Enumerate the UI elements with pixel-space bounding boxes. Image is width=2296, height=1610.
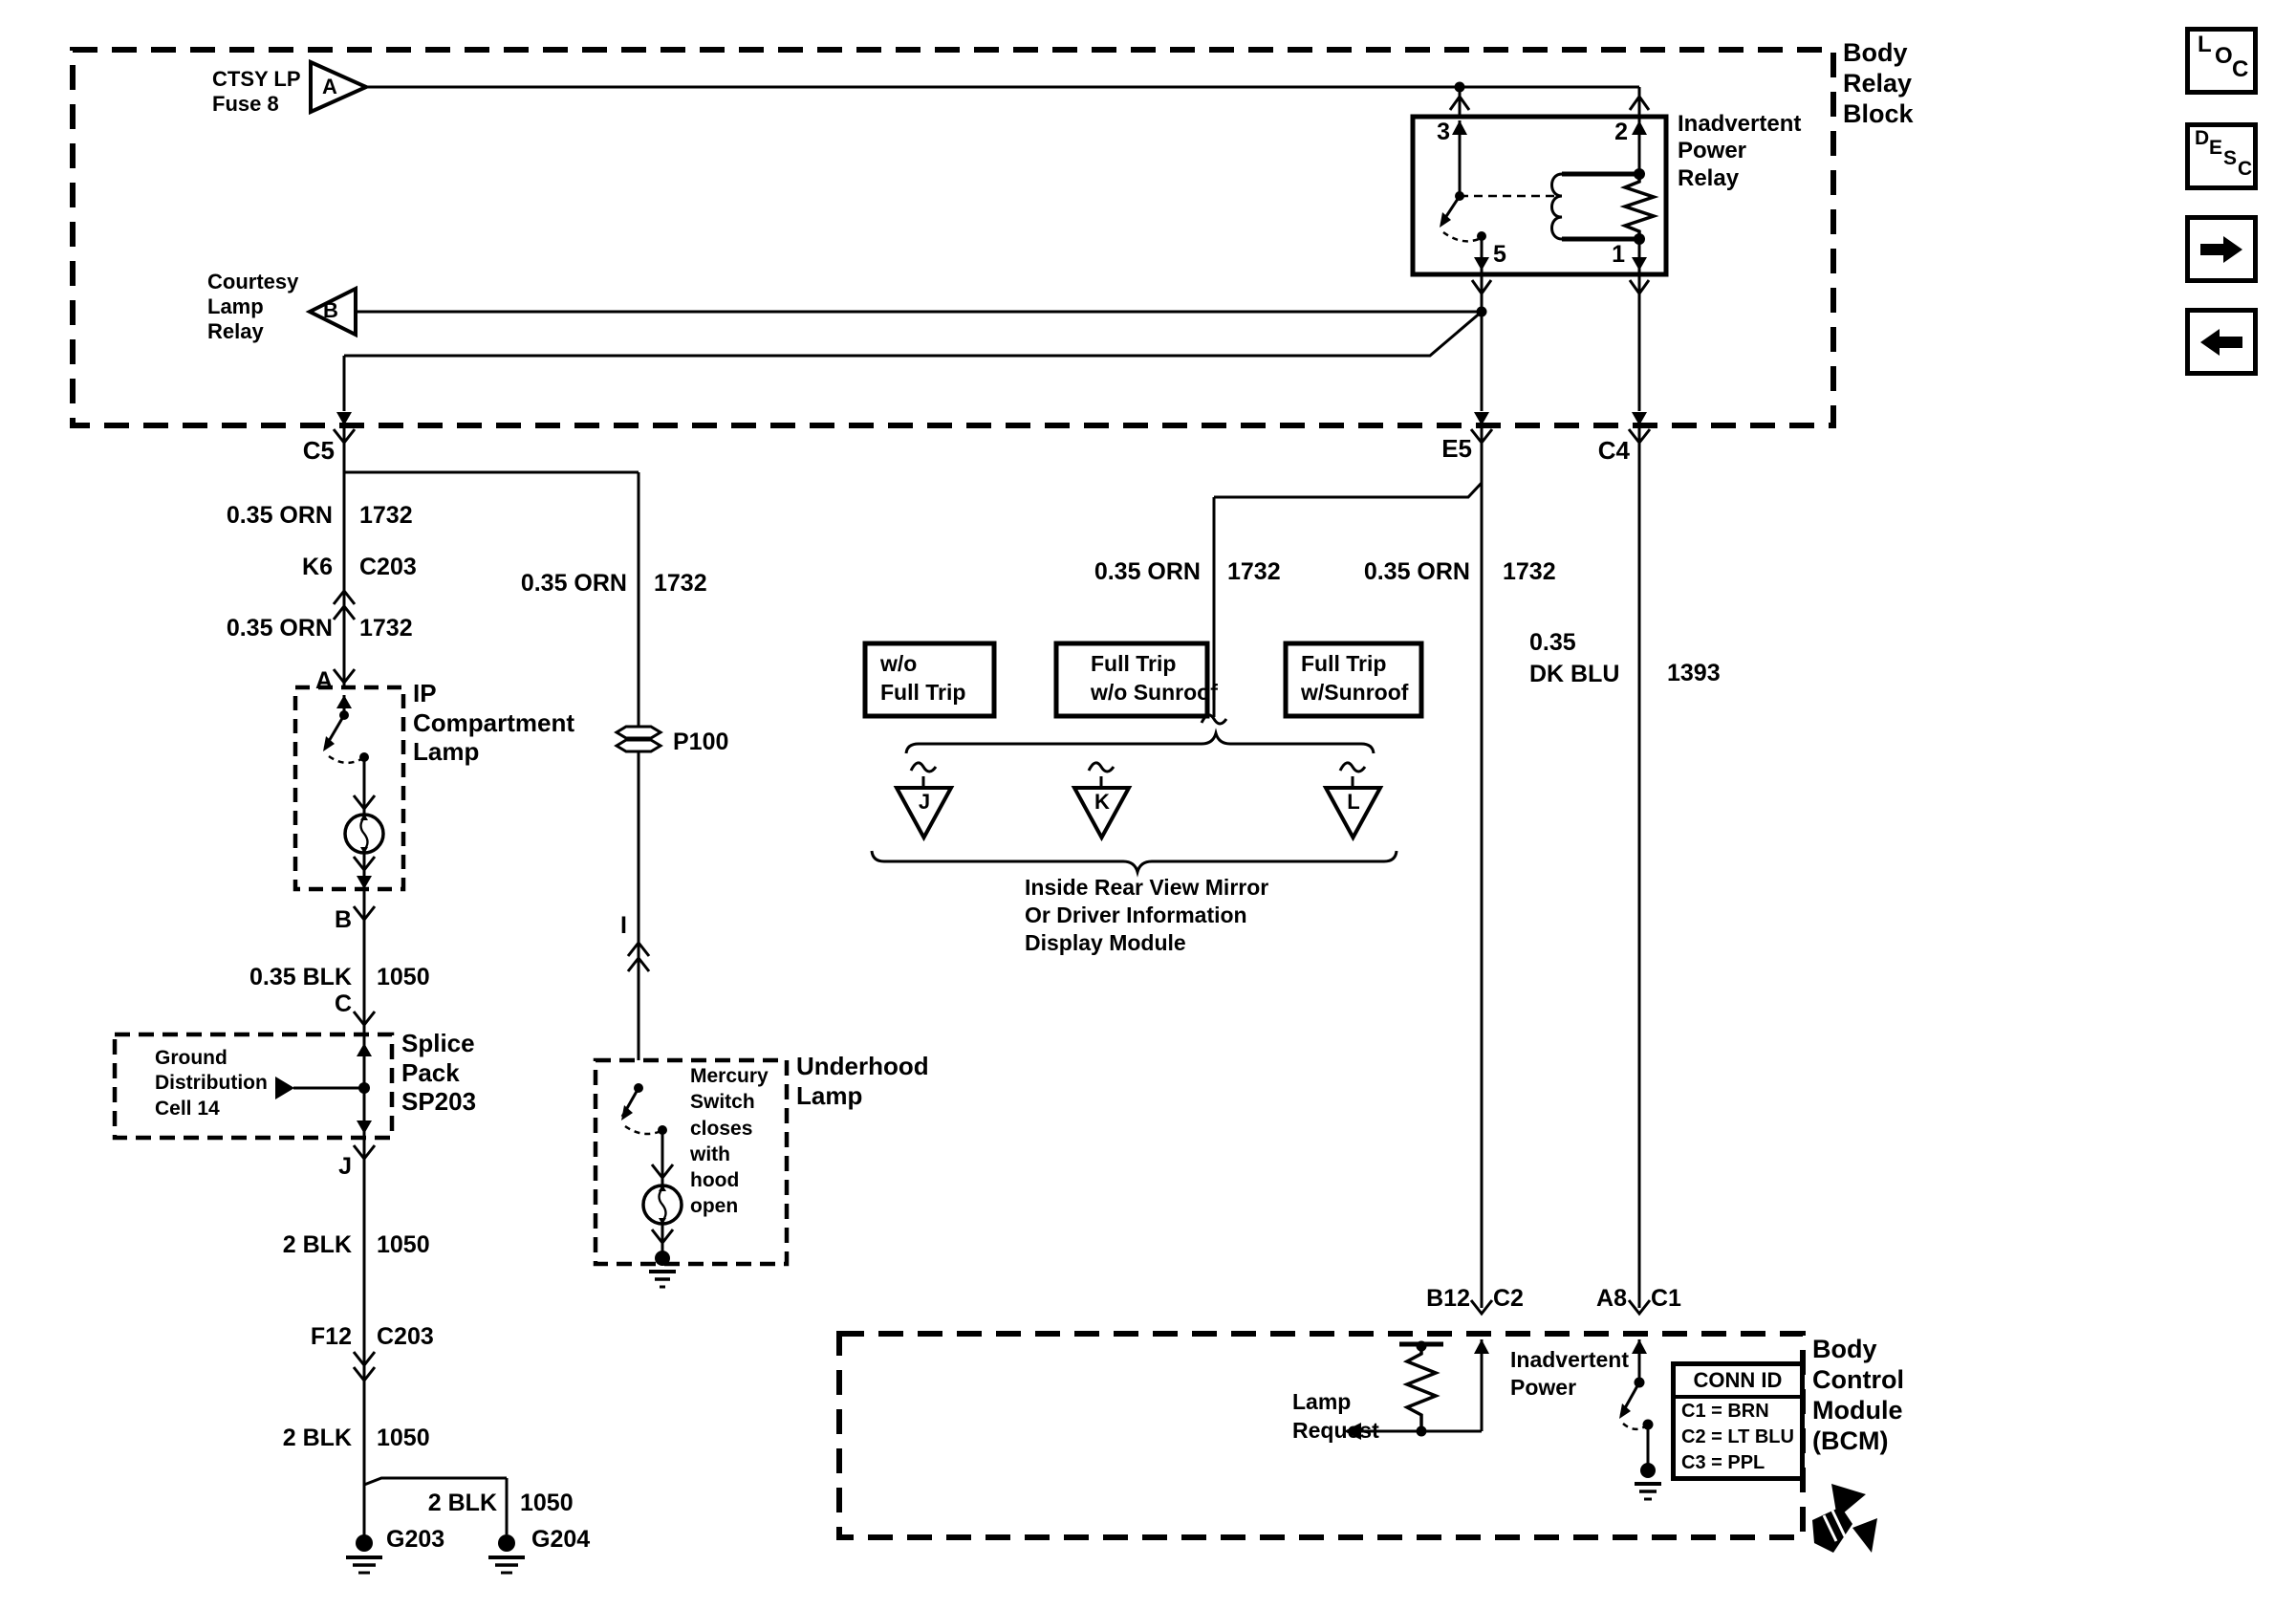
courtesy-relay-label: Courtesy Lamp Relay <box>207 270 299 343</box>
relay-pin-3: 3 <box>1437 119 1450 145</box>
terminal-a: A <box>314 667 333 694</box>
wire-size-label: 0.35 ORN <box>226 615 333 642</box>
connector-e5: E5 <box>1441 434 1472 463</box>
wire-circuit-label: 1732 <box>359 502 413 529</box>
desc-button[interactable]: D E S C <box>2185 122 2258 190</box>
desc-letter: S <box>2223 147 2238 169</box>
underhood-lamp-label: Underhood Lamp <box>796 1052 929 1110</box>
wire-size-label: 0.35 ORN <box>1094 558 1201 585</box>
terminal-i: I <box>620 912 627 939</box>
conn-id-row: C1 = BRN <box>1681 1401 1769 1422</box>
conn-id-title: CONN ID <box>1676 1366 1800 1399</box>
ground-g203-label: G203 <box>386 1526 445 1553</box>
wire-circuit-label: 1732 <box>1503 558 1556 585</box>
ground-g204-label: G204 <box>531 1526 591 1553</box>
esd-warning-icon <box>1812 1484 1877 1553</box>
back-button[interactable] <box>2185 308 2258 376</box>
option-box-1-label: w/o Full Trip <box>880 651 966 705</box>
terminal-b: B <box>334 906 352 933</box>
desc-letter: D <box>2195 127 2210 149</box>
ground-distribution-note: Ground Distribution Cell 14 <box>155 1047 268 1120</box>
connector-p100: P100 <box>673 729 729 755</box>
connector-pin-k6: K6 <box>302 554 333 580</box>
body-relay-block-border <box>70 47 1836 428</box>
wire-size-label: 0.35 DK BLU <box>1529 629 1620 687</box>
inadvertent-relay-label: Inadvertent Power Relay <box>1678 111 1802 191</box>
wire-size-label: 2 BLK <box>282 1231 352 1258</box>
loc-letter: L <box>2198 32 2212 57</box>
connector-pin-f12: F12 <box>310 1323 352 1350</box>
left-arrow-icon <box>2200 328 2242 356</box>
desc-letter: C <box>2238 158 2253 180</box>
wire-size-label: 0.35 ORN <box>520 570 627 597</box>
bcm-connector-c2: C2 <box>1493 1285 1524 1312</box>
triangle-tag-j: J <box>918 790 931 814</box>
mercury-switch-note: Mercury Switch closes with hood open <box>690 1065 769 1218</box>
conn-id-row: C2 = LT BLU <box>1681 1426 1794 1447</box>
wire-circuit-label: 1732 <box>359 615 413 642</box>
triangle-tag-l: L <box>1347 790 1360 814</box>
connector-c4: C4 <box>1597 436 1630 465</box>
ip-compartment-lamp-symbol <box>292 685 406 923</box>
bcm-lamp-request-label: Lamp Request <box>1292 1389 1379 1443</box>
wire-size-label: 2 BLK <box>282 1425 352 1451</box>
relay-tag-b: B <box>323 298 338 322</box>
connector-id-c203: C203 <box>377 1323 434 1350</box>
ground-spine-wire <box>346 889 525 1575</box>
mirror-module-triangles <box>870 728 1398 878</box>
option-box-2-label: Full Trip w/o Sunroof <box>1091 651 1218 705</box>
conn-id-table: CONN ID C1 = BRN C2 = LT BLU C3 = PPL <box>1671 1361 1805 1481</box>
splice-pack-label: Splice Pack SP203 <box>401 1029 477 1117</box>
terminal-c: C <box>334 990 352 1017</box>
ctsy-fuse-feed-wire <box>309 58 1651 117</box>
wire-size-label: 2 BLK <box>427 1490 497 1516</box>
bcm-label: Body Control Module (BCM) <box>1812 1335 1904 1455</box>
wire-circuit-label: 1732 <box>654 570 707 597</box>
bcm-connector-c1: C1 <box>1651 1285 1681 1312</box>
ip-compartment-lamp-label: IP Compartment Lamp <box>413 679 575 767</box>
wire-size-label: 0.35 ORN <box>226 502 333 529</box>
relay-pin-2: 2 <box>1614 119 1628 145</box>
bcm-pin-a8: A8 <box>1596 1285 1627 1312</box>
loc-button[interactable]: L O C <box>2185 27 2258 95</box>
option-box-3-label: Full Trip w/Sunroof <box>1301 651 1409 705</box>
ctsy-fuse-label: CTSY LP Fuse 8 <box>212 67 301 116</box>
wire-size-label: 0.35 ORN <box>1363 558 1470 585</box>
relay-pin-5: 5 <box>1493 241 1506 268</box>
terminal-j: J <box>338 1153 352 1180</box>
bcm-pin-b12: B12 <box>1426 1285 1470 1312</box>
inadvertent-power-relay-symbol <box>1410 114 1669 296</box>
next-button[interactable] <box>2185 215 2258 283</box>
relay-pin-1: 1 <box>1612 241 1625 268</box>
connector-id-c203: C203 <box>359 554 417 580</box>
conn-id-row: C3 = PPL <box>1681 1452 1765 1473</box>
bcm-inadvertent-power-label: Inadvertent Power <box>1510 1347 1629 1400</box>
loc-letter: O <box>2215 43 2233 69</box>
wire-size-label: 0.35 BLK <box>249 964 352 990</box>
right-arrow-icon <box>2200 235 2242 263</box>
wire-circuit-label: 1393 <box>1667 660 1721 686</box>
wire-circuit-label: 1050 <box>520 1490 574 1516</box>
fuse-tag-a: A <box>322 75 337 98</box>
mirror-module-note: Inside Rear View Mirror Or Driver Inform… <box>1025 875 1269 955</box>
courtesy-relay-feed-wire <box>305 285 1487 425</box>
triangle-tag-k: K <box>1094 790 1110 814</box>
wire-circuit-label: 1050 <box>377 1231 430 1258</box>
wire-circuit-label: 1732 <box>1227 558 1281 585</box>
desc-letter: E <box>2209 137 2223 159</box>
loc-letter: C <box>2232 56 2249 82</box>
body-relay-block-label: Body Relay Block <box>1843 38 1914 128</box>
c4-wire <box>1627 274 1652 1316</box>
wire-circuit-label: 1050 <box>377 964 430 990</box>
connector-c5: C5 <box>302 436 335 465</box>
wire-circuit-label: 1050 <box>377 1425 430 1451</box>
